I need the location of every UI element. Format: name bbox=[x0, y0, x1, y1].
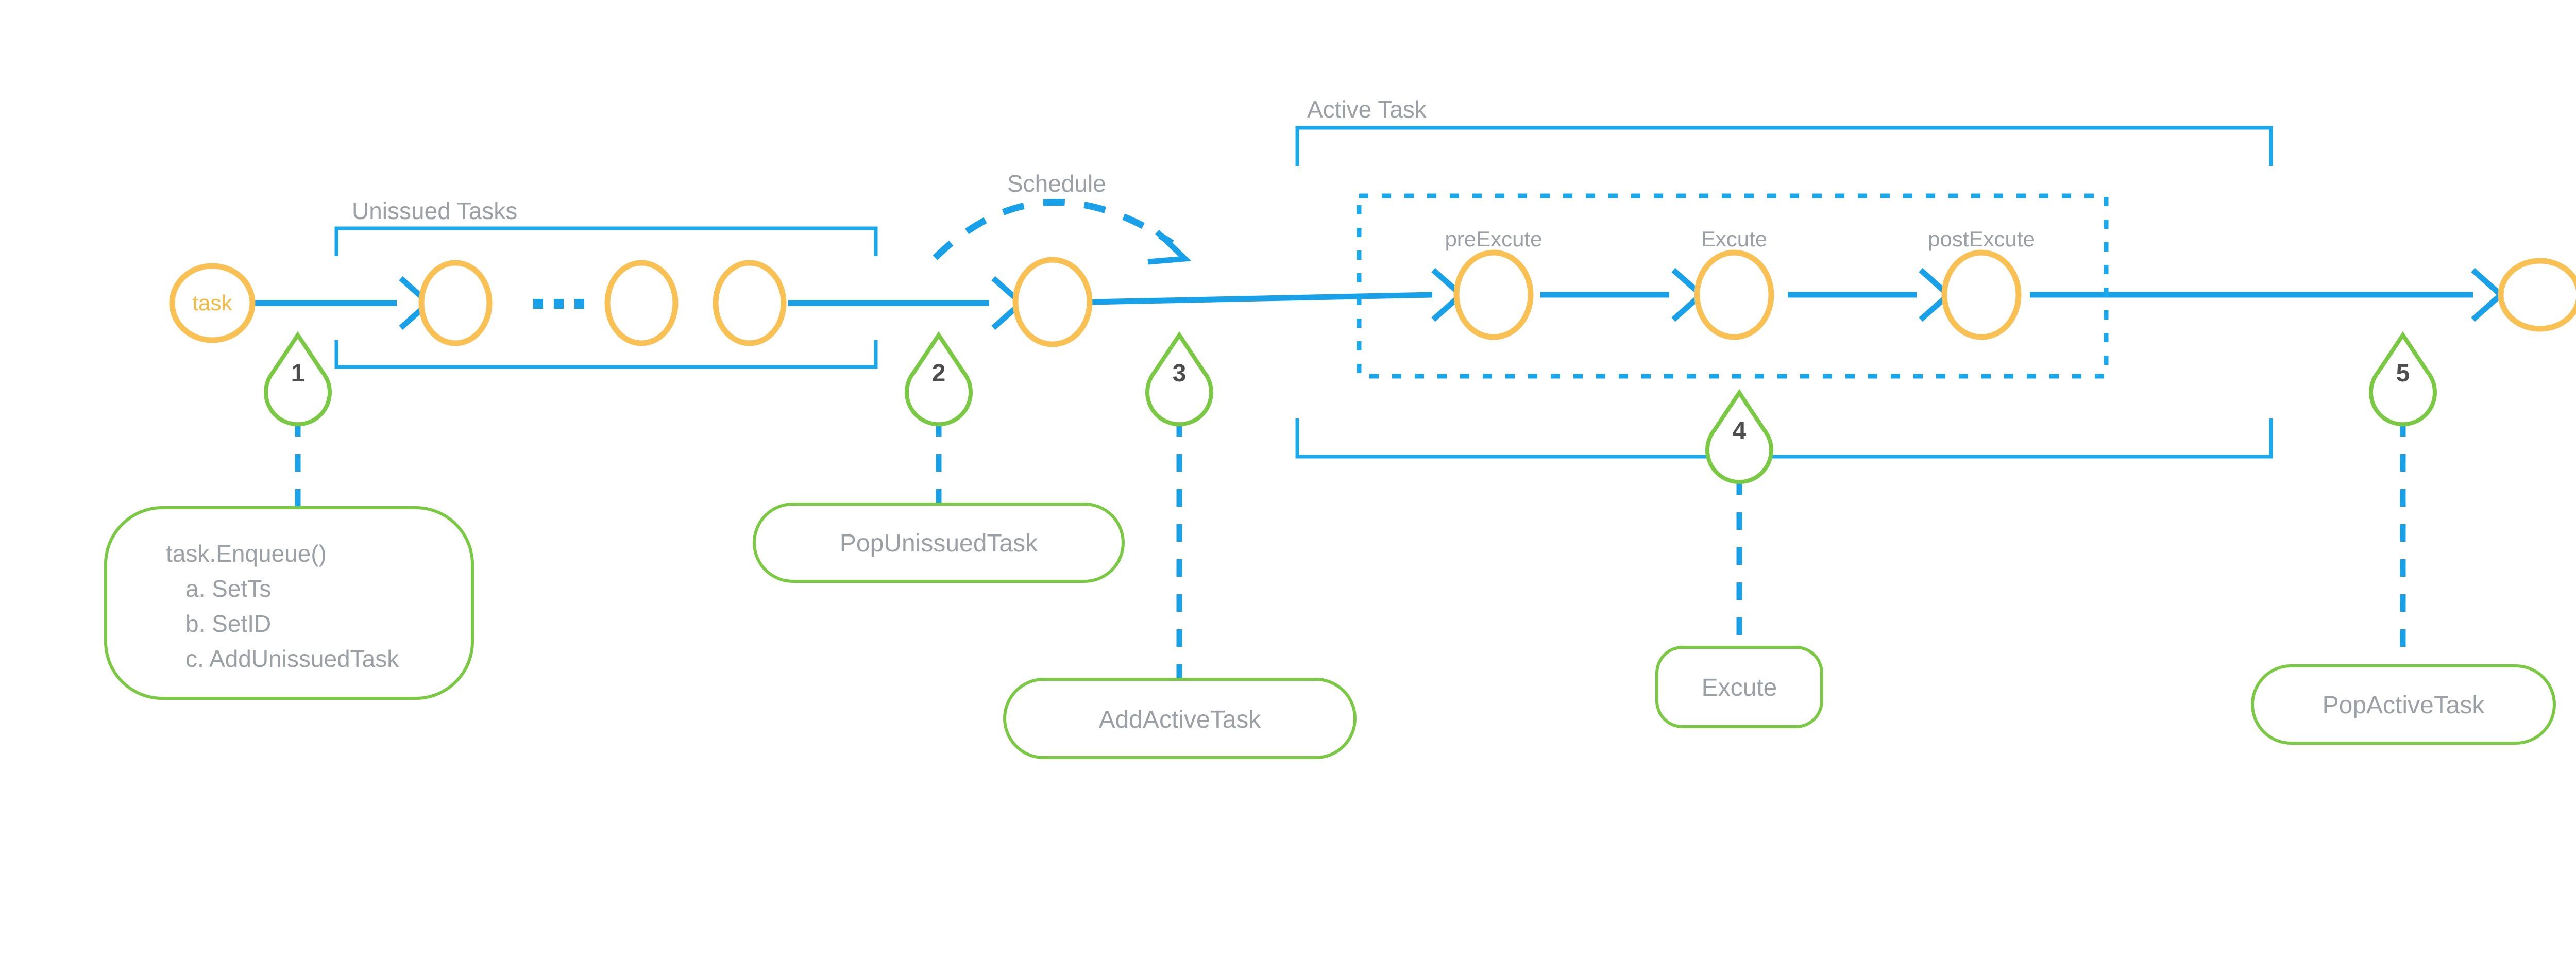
node-post-excute[interactable] bbox=[1941, 249, 2022, 340]
ellipsis-dot-1 bbox=[533, 299, 543, 309]
flow-segment-schedule-to-pre bbox=[1092, 292, 1433, 305]
schedule-label: Schedule bbox=[1007, 170, 1106, 197]
node-pre-excute[interactable] bbox=[1453, 249, 1534, 340]
marker-1-droplet[interactable] bbox=[264, 331, 332, 427]
active-task-bracket bbox=[1295, 126, 2273, 459]
callout-excute-label: Excute bbox=[1702, 674, 1777, 701]
marker-2-droplet[interactable] bbox=[905, 331, 973, 427]
callout-pop-unissued-box[interactable] bbox=[753, 503, 1125, 583]
callout-enqueue-item-c: c. AddUnissuedTask bbox=[185, 645, 399, 672]
node-excute[interactable] bbox=[1694, 249, 1774, 340]
node-task[interactable] bbox=[169, 263, 256, 343]
marker-3-number: 3 bbox=[1173, 360, 1187, 387]
excute-label: Excute bbox=[1701, 227, 1767, 251]
marker-4-group: 4 bbox=[1705, 389, 1773, 650]
callout-enqueue-title: task.Enqueue() bbox=[166, 540, 327, 567]
node-task-label: task bbox=[192, 291, 232, 315]
active-task-label: Active Task bbox=[1307, 96, 1427, 123]
execute-phases-dashed-box bbox=[1357, 193, 2109, 379]
unissued-bracket-bottom bbox=[334, 340, 878, 369]
unissued-tasks-bracket bbox=[334, 226, 878, 369]
callout-enqueue-box[interactable] bbox=[104, 506, 474, 700]
callout-enqueue-item-a: a. SetTs bbox=[185, 575, 271, 602]
active-bracket-top bbox=[1295, 126, 2273, 166]
marker-4-number: 4 bbox=[1733, 417, 1747, 445]
marker-5-group: 5 bbox=[2369, 331, 2437, 667]
schedule-arc-arrowhead bbox=[1147, 230, 1192, 265]
queue-ellipsis-icon bbox=[533, 299, 584, 309]
node-scheduled-task[interactable] bbox=[1012, 257, 1093, 347]
callout-add-active-task[interactable]: AddActiveTask bbox=[1003, 678, 1357, 759]
callout-pop-active-task[interactable]: PopActiveTask bbox=[2251, 664, 2556, 745]
ellipsis-dot-3 bbox=[574, 299, 584, 309]
node-queue-1[interactable] bbox=[418, 260, 493, 346]
callout-enqueue[interactable]: task.Enqueue() a. SetTs b. SetID c. AddU… bbox=[104, 506, 474, 700]
node-queue-2[interactable] bbox=[604, 260, 679, 346]
callout-pop-unissued-label: PopUnissuedTask bbox=[840, 530, 1038, 557]
callout-pop-active-label: PopActiveTask bbox=[2323, 692, 2485, 719]
main-flow-line bbox=[251, 292, 2473, 306]
marker-3-group: 3 bbox=[1145, 331, 1213, 683]
marker-1-number: 1 bbox=[291, 360, 305, 387]
pre-excute-label: preExcute bbox=[1445, 227, 1542, 251]
callout-enqueue-item-b: b. SetID bbox=[185, 610, 271, 637]
unissued-tasks-label: Unissued Tasks bbox=[352, 197, 517, 224]
post-excute-label: postExcute bbox=[1928, 227, 2035, 251]
marker-3-droplet[interactable] bbox=[1145, 331, 1213, 427]
node-queue-3[interactable] bbox=[713, 260, 787, 346]
active-bracket-bottom bbox=[1295, 418, 2273, 459]
ellipsis-dot-2 bbox=[554, 299, 564, 309]
marker-5-droplet[interactable] bbox=[2369, 331, 2437, 427]
marker-2-number: 2 bbox=[932, 360, 946, 387]
marker-1-group: 1 bbox=[264, 331, 332, 513]
callout-add-active-label: AddActiveTask bbox=[1099, 706, 1262, 733]
marker-4-droplet[interactable] bbox=[1705, 389, 1773, 484]
unissued-bracket-top bbox=[334, 226, 878, 256]
flow-nodes: task bbox=[169, 249, 2576, 347]
marker-2-group: 2 bbox=[905, 331, 973, 508]
callout-excute[interactable]: Excute bbox=[1655, 646, 1823, 728]
schedule-arc bbox=[933, 198, 1174, 260]
node-completed-task[interactable] bbox=[2498, 258, 2576, 332]
callout-pop-unissued-task[interactable]: PopUnissuedTask bbox=[753, 503, 1125, 583]
callout-pop-active-box[interactable] bbox=[2251, 664, 2556, 745]
arrowhead-to-done bbox=[2471, 267, 2505, 322]
callout-add-active-box[interactable] bbox=[1003, 678, 1357, 759]
marker-5-number: 5 bbox=[2396, 360, 2410, 387]
callout-excute-box[interactable] bbox=[1655, 646, 1823, 728]
